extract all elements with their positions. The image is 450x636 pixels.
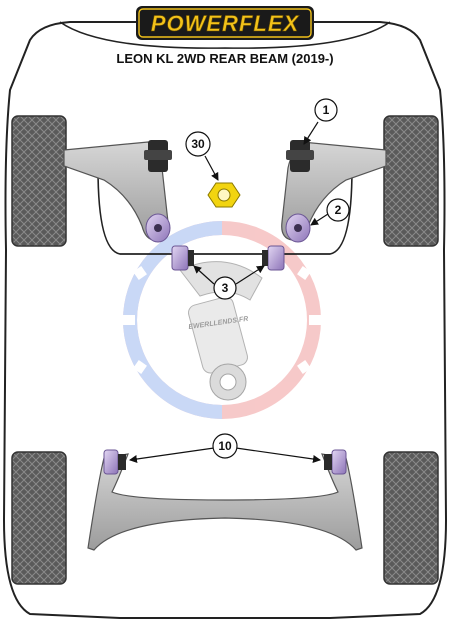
tyre-icon <box>11 115 67 247</box>
bush-icon <box>144 140 172 172</box>
callout-2: 2 <box>310 198 350 226</box>
callout-10: 10 <box>129 433 321 463</box>
car-body-outline <box>2 21 448 619</box>
callout-1-label: 1 <box>323 103 330 117</box>
callout-30: 30 <box>185 131 219 181</box>
bush-icon <box>262 245 285 271</box>
diagram-subtitle: LEON KL 2WD REAR BEAM (2019-) <box>116 51 333 66</box>
tyre-icon <box>383 451 439 585</box>
callout-10-label: 10 <box>218 439 232 453</box>
logo-text: POWERFLEX <box>151 11 300 36</box>
rear-beam <box>87 453 363 551</box>
callout-30-label: 30 <box>191 137 205 151</box>
callout-2-label: 2 <box>335 203 342 217</box>
car-rear-window-outline <box>59 21 391 49</box>
bush-icon <box>324 449 347 475</box>
tyre-icon <box>11 451 67 585</box>
bush-icon <box>171 245 194 271</box>
callout-1: 1 <box>303 98 338 145</box>
callout-3: 3 <box>193 265 265 300</box>
piston-gear-watermark-icon: EWERLLENDS.FR <box>121 221 323 419</box>
bush-icon <box>286 140 314 172</box>
bush-icon <box>103 449 126 475</box>
bush-icon <box>145 213 171 243</box>
tyre-icon <box>383 115 439 247</box>
callout-3-label: 3 <box>222 281 229 295</box>
bush-icon <box>285 213 311 243</box>
bush-icon <box>207 182 241 208</box>
powerflex-logo: POWERFLEX <box>136 6 314 40</box>
